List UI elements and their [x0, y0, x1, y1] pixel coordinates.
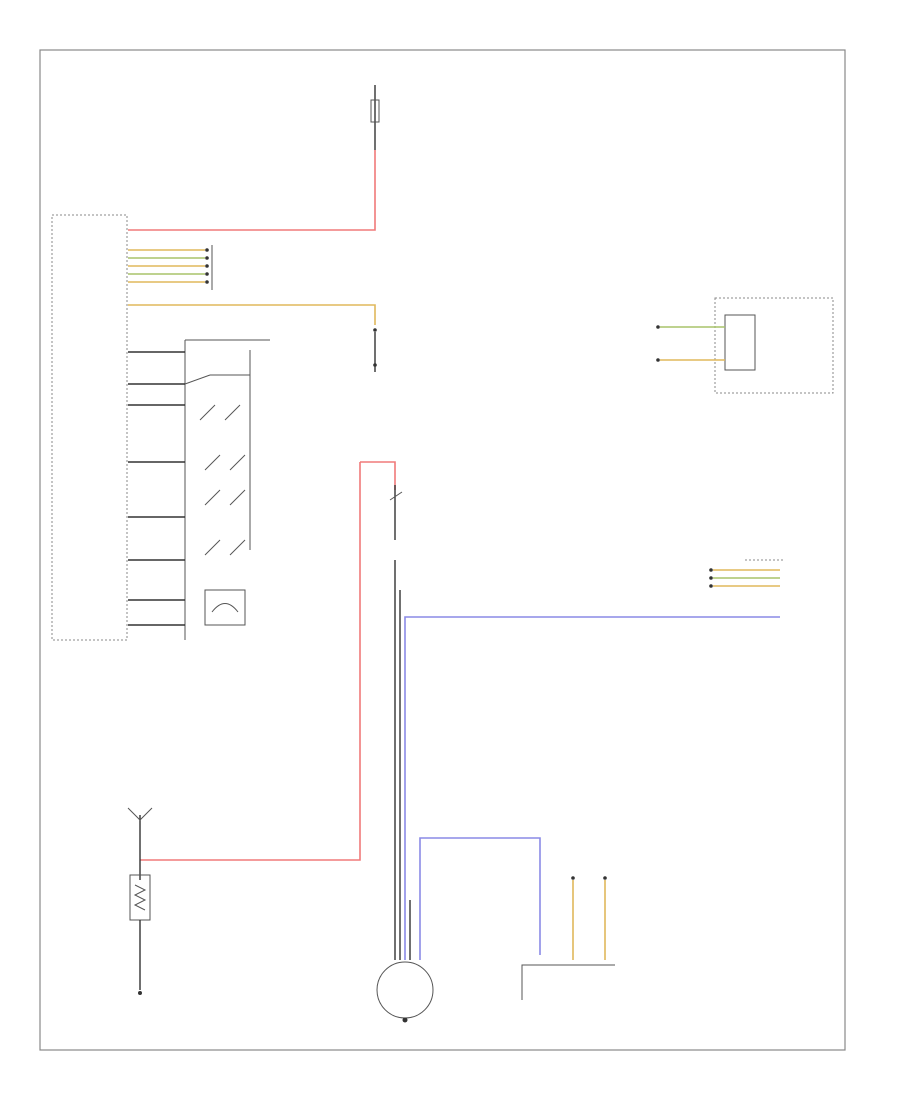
relay	[127, 807, 153, 921]
right-module	[656, 297, 834, 394]
wire-yellow-lamp	[128, 304, 376, 325]
generator	[376, 560, 434, 1023]
top-fuse	[370, 85, 380, 150]
left-module	[51, 214, 128, 641]
mid-fuse	[389, 485, 403, 540]
wire-blue-right	[404, 616, 780, 960]
battery-ground	[138, 920, 142, 995]
engine-ground	[521, 876, 615, 1000]
wire-red-main	[140, 462, 361, 861]
wire-red-top	[128, 150, 376, 231]
diagram-frame	[39, 49, 846, 1051]
right-cluster	[709, 559, 785, 588]
wire-blue-loop	[419, 837, 541, 960]
connector-top	[128, 245, 213, 290]
lamp	[373, 328, 377, 372]
switch-block	[128, 339, 270, 640]
wire-red-upper	[360, 461, 396, 490]
